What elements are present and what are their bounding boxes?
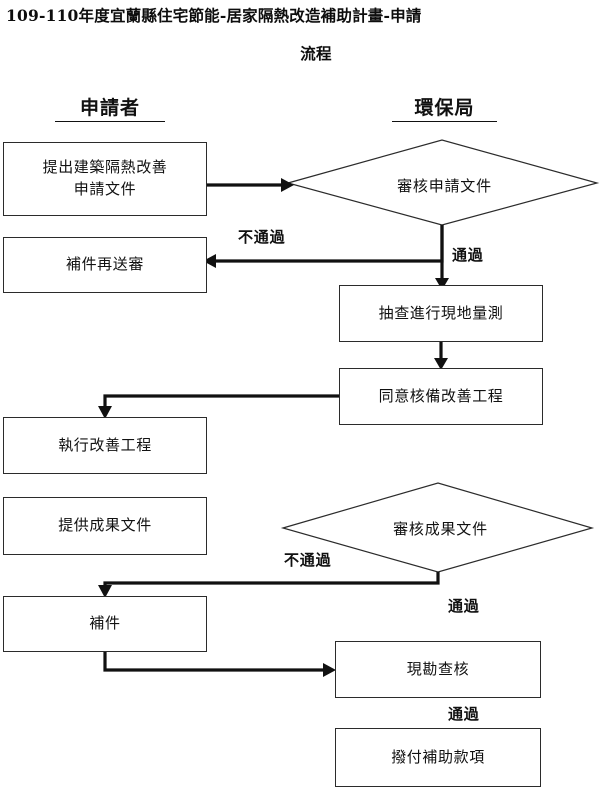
node-review-results-label[interactable]: 審核成果文件 <box>393 520 488 538</box>
node-site-measure[interactable]: 抽查進行現地量測 <box>339 285 543 342</box>
node-provide-results[interactable]: 提供成果文件 <box>3 497 207 555</box>
node-review-application-label[interactable]: 審核申請文件 <box>397 177 492 195</box>
edge-label-fail-application: 不通過 <box>238 228 286 246</box>
node-execute-works[interactable]: 執行改善工程 <box>3 417 207 474</box>
edge-approve-to-execute <box>98 394 339 419</box>
node-supplement[interactable]: 補件 <box>3 596 207 652</box>
edge-label-fail-results: 不通過 <box>284 551 332 569</box>
edge-submit-to-review <box>207 178 294 192</box>
edge-review-pass-to-measure <box>435 225 449 290</box>
node-site-inspection[interactable]: 現勘查核 <box>335 641 541 698</box>
edge-supplement-to-inspection <box>103 652 336 677</box>
edge-measure-to-approve <box>434 342 448 370</box>
column-header-epb: 環保局 <box>392 97 497 122</box>
page-title-line-2: 流程 <box>300 44 332 63</box>
decision-review-results-shape <box>280 482 595 573</box>
node-resubmit-docs[interactable]: 補件再送審 <box>3 237 207 293</box>
edge-label-pass-inspection: 通過 <box>448 705 480 723</box>
edge-label-pass-application: 通過 <box>452 246 484 264</box>
decision-review-application-shape <box>285 139 600 226</box>
edge-label-pass-results: 通過 <box>448 597 480 615</box>
page-title-line-1: 109-110年度宜蘭縣住宅節能-居家隔熱改造補助計畫-申請 <box>6 6 422 25</box>
node-approve-works[interactable]: 同意核備改善工程 <box>339 368 543 425</box>
edge-results-fail-to-supplement <box>98 572 440 598</box>
node-disburse-subsidy[interactable]: 撥付補助款項 <box>335 728 541 787</box>
node-submit-docs[interactable]: 提出建築隔熱改善 申請文件 <box>3 142 207 216</box>
column-header-applicant: 申請者 <box>55 97 165 122</box>
